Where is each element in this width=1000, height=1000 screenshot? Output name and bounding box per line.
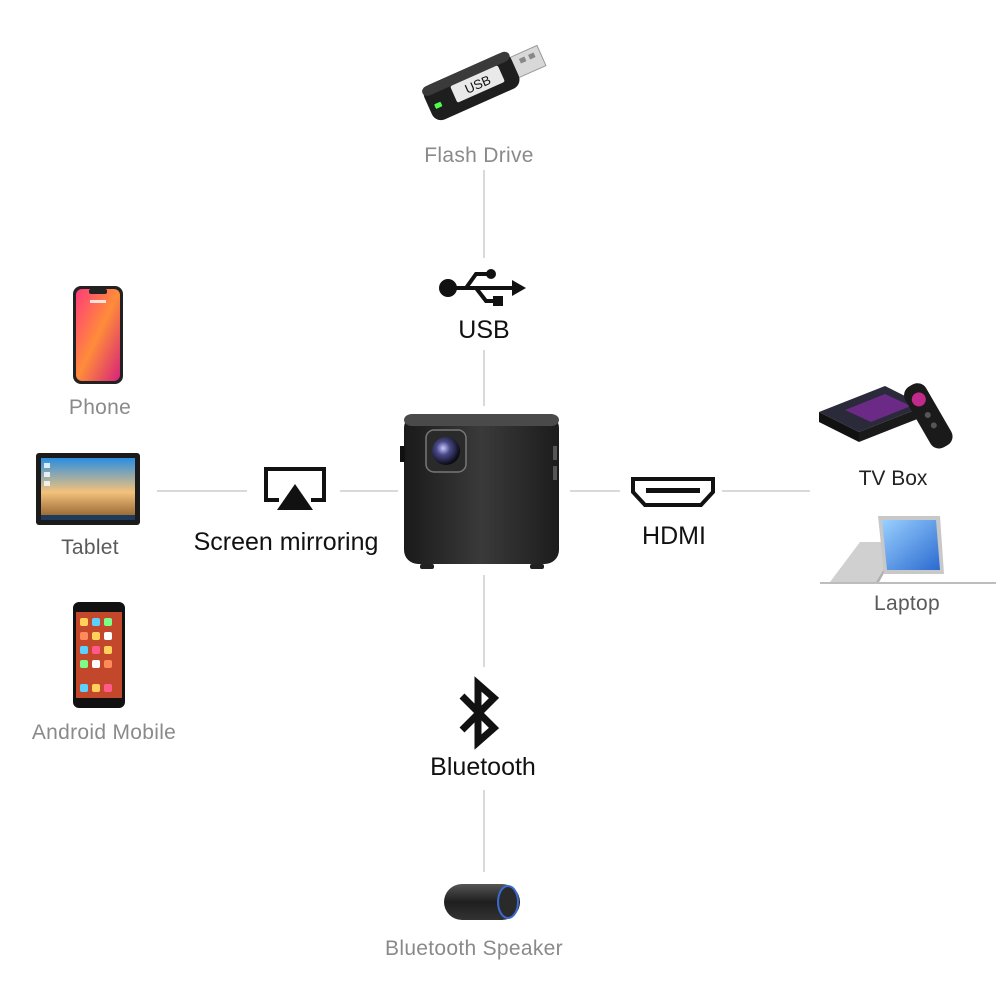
usb-icon	[436, 268, 528, 308]
bluetooth-icon	[456, 676, 502, 750]
hdmi-connector-line-right	[722, 490, 810, 492]
android-mobile-label: Android Mobile	[31, 721, 177, 744]
laptop-label: Laptop	[873, 592, 941, 615]
laptop-image	[820, 512, 996, 588]
mirroring-connector-line-right	[340, 490, 398, 492]
screen-mirroring-label: Screen mirroring	[193, 528, 379, 556]
phone-image	[73, 286, 123, 384]
tv-box-image	[815, 372, 963, 452]
usb-label: USB	[458, 316, 510, 344]
hdmi-port-icon	[630, 476, 716, 508]
hdmi-connector-line-left	[570, 490, 620, 492]
airplay-icon	[263, 466, 327, 512]
android-mobile-image	[73, 602, 125, 708]
flash-drive-label: Flash Drive	[424, 144, 534, 167]
bluetooth-connector-line-upper	[483, 575, 485, 667]
tv-box-label: TV Box	[858, 467, 928, 490]
hdmi-label: HDMI	[642, 522, 706, 550]
tablet-image	[36, 453, 140, 525]
bluetooth-label: Bluetooth	[430, 753, 536, 781]
flash-drive-image: USB	[415, 30, 565, 140]
mirroring-connector-line-left	[157, 490, 247, 492]
bluetooth-speaker-label: Bluetooth Speaker	[385, 937, 563, 960]
bluetooth-connector-line-lower	[483, 790, 485, 872]
phone-label: Phone	[68, 396, 132, 419]
bluetooth-speaker-image	[442, 880, 524, 924]
usb-connector-line	[483, 170, 485, 258]
tablet-label: Tablet	[61, 536, 119, 559]
usb-connector-line-lower	[483, 350, 485, 406]
projector-image	[398, 406, 570, 571]
